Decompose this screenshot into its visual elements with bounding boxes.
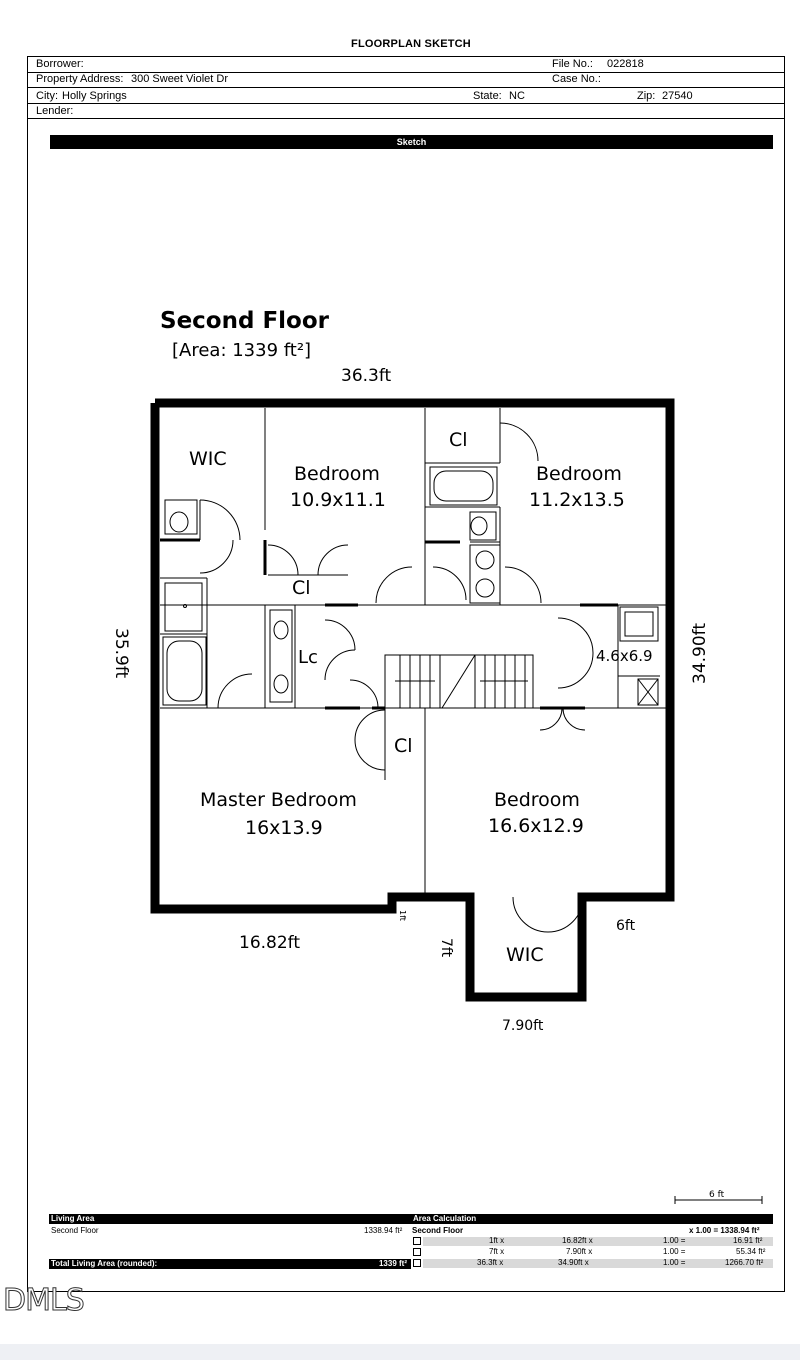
door-swings: [199, 422, 594, 933]
state-value: NC: [509, 90, 525, 102]
borrower-label: Borrower:: [36, 58, 84, 70]
header-row-city: City: Holly Springs State: NC Zip: 27540: [28, 90, 784, 103]
interior-walls: [160, 408, 666, 893]
calc-row-b: 34.90ft x: [558, 1258, 589, 1267]
case-no-label: Case No.:: [552, 73, 601, 85]
calc-floor-label: Second Floor: [412, 1226, 464, 1235]
room-wic-top: WIC: [189, 448, 227, 470]
calc-row-b: 16.82ft x: [562, 1236, 593, 1245]
room-master-name: Master Bedroom: [200, 789, 357, 811]
dim-right: 34.90ft: [690, 623, 710, 684]
header-rule: [28, 87, 784, 88]
city-value: Holly Springs: [62, 90, 127, 102]
total-living-area-value: 1339 ft²: [378, 1259, 407, 1268]
room-bedroom2-name: Bedroom: [536, 463, 622, 485]
header-row-borrower: Borrower: File No.: 022818: [28, 58, 784, 71]
living-floor-label: Second Floor: [51, 1226, 99, 1235]
room-closet3: Cl: [394, 735, 413, 757]
room-linen-closet: Lc: [298, 647, 318, 668]
floor-area: [Area: 1339 ft²]: [172, 340, 311, 361]
dim-jog: 1ft: [398, 910, 407, 921]
zip-value: 27540: [662, 90, 693, 102]
file-no-value: 022818: [607, 58, 644, 70]
room-wic-bottom: WIC: [506, 944, 544, 966]
sketch-bar: Sketch: [50, 135, 773, 149]
dmls-watermark-logo: DMLS: [3, 1283, 86, 1319]
scale-bar: [674, 1196, 763, 1204]
calc-floor-total: x 1.00 = 1338.94 ft²: [689, 1226, 760, 1235]
calc-row-d: 55.34 ft²: [736, 1247, 766, 1256]
room-closet2: Cl: [292, 577, 311, 599]
calc-row-checkbox: [413, 1248, 421, 1256]
property-address-label: Property Address:: [36, 73, 124, 85]
calc-row-c: 1.00 =: [663, 1236, 686, 1245]
zip-label: Zip:: [637, 90, 656, 102]
room-closet1: Cl: [449, 429, 468, 451]
living-floor-area: 1338.94 ft²: [364, 1226, 403, 1235]
page-frame: [27, 56, 785, 1292]
floor-name: Second Floor: [160, 308, 330, 334]
property-address-value: 300 Sweet Violet Dr: [131, 73, 229, 85]
dim-notch-right: 6ft: [616, 918, 636, 934]
staircase: [384, 654, 534, 709]
exterior-walls: [150, 398, 675, 1002]
dim-notch-bottom: 7.90ft: [502, 1018, 544, 1034]
room-bedroom1-size: 10.9x11.1: [290, 489, 386, 511]
calc-row-d: 1266.70 ft²: [725, 1258, 764, 1267]
calc-row-b: 7.90ft x: [566, 1247, 593, 1256]
room-bedroom3-size: 16.6x12.9: [488, 815, 584, 837]
dim-top: 36.3ft: [341, 366, 392, 386]
calc-row-shade: [423, 1259, 773, 1268]
calc-row-d: 16.91 ft²: [733, 1236, 763, 1245]
calc-row-checkbox: [413, 1237, 421, 1245]
calc-row-a: 7ft x: [489, 1247, 505, 1256]
calc-row-shade: [423, 1237, 773, 1246]
header-rule: [28, 72, 784, 73]
city-label: City:: [36, 90, 58, 102]
lender-label: Lender:: [36, 105, 74, 117]
room-master-size: 16x13.9: [245, 817, 323, 839]
calc-row-a: 36.3ft x: [477, 1258, 504, 1267]
calc-row-c: 1.00 =: [663, 1247, 686, 1256]
fixtures: [162, 466, 659, 706]
room-bedroom3-name: Bedroom: [494, 789, 580, 811]
dim-left: 35.9ft: [111, 628, 131, 679]
frame-divider: [27, 118, 785, 119]
calc-row-a: 1ft x: [489, 1236, 505, 1245]
scale-label: 6 ft: [709, 1190, 725, 1200]
calc-row-checkbox: [413, 1259, 421, 1267]
header-row-address: Property Address: 300 Sweet Violet Dr Ca…: [28, 73, 784, 86]
file-no-label: File No.:: [552, 58, 593, 70]
state-label: State:: [473, 90, 502, 102]
calc-row-c: 1.00 =: [663, 1258, 686, 1267]
room-bedroom2-size: 11.2x13.5: [529, 489, 625, 511]
dim-bottom-left: 16.82ft: [239, 933, 300, 953]
room-bedroom1-name: Bedroom: [294, 463, 380, 485]
living-area-header: Living Area: [49, 1214, 411, 1224]
bottom-strip: [0, 1344, 800, 1360]
total-living-area-bar: Total Living Area (rounded): 1339 ft²: [49, 1259, 411, 1269]
header-rule: [28, 103, 784, 104]
area-calc-header: Area Calculation: [411, 1214, 773, 1224]
floorplan-labels: Second Floor [Area: 1339 ft²] 36.3ft 35.…: [111, 308, 725, 1200]
total-living-area-label: Total Living Area (rounded):: [51, 1259, 158, 1268]
header-row-lender: Lender:: [28, 105, 784, 118]
dim-notch-depth: 7ft: [438, 938, 454, 958]
room-laundry-size: 4.6x6.9: [596, 647, 653, 665]
document-title: FLOORPLAN SKETCH: [351, 38, 471, 50]
